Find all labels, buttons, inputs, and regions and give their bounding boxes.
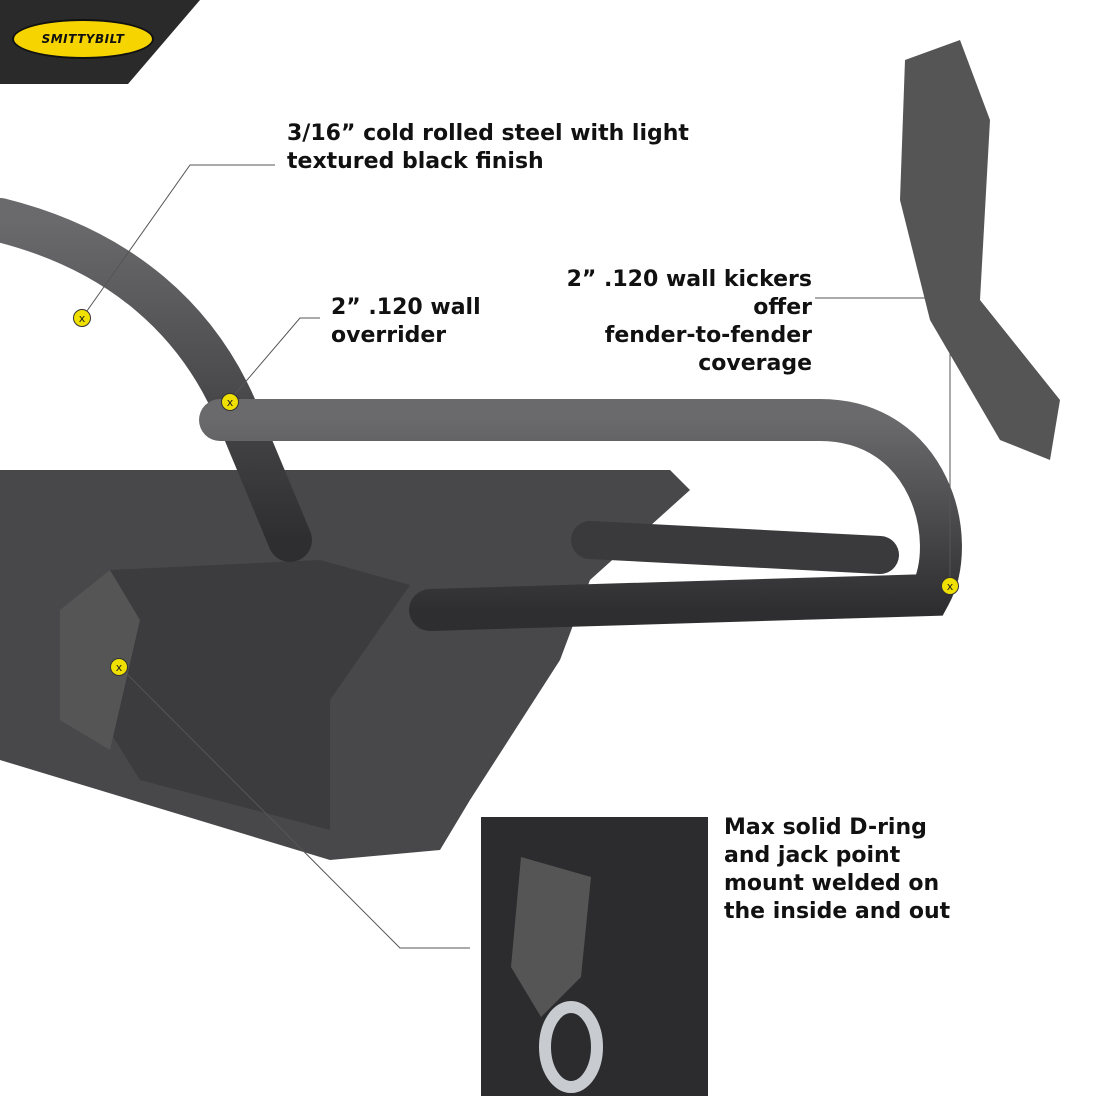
callout-marker-dring: x xyxy=(110,658,128,676)
callout-kickers: 2” .120 wall kickers offer fender-to-fen… xyxy=(512,266,812,378)
callout-overrider-line2: overrider xyxy=(331,323,447,348)
dring-shackle-image xyxy=(481,817,708,1096)
callout-overrider: 2” .120 wall overrider xyxy=(331,294,481,350)
callout-marker-overrider: x xyxy=(221,393,239,411)
callout-overrider-line1: 2” .120 wall xyxy=(331,295,481,320)
callout-steel: 3/16” cold rolled steel with light textu… xyxy=(287,120,689,176)
callout-dring-line3: mount welded on xyxy=(724,871,940,896)
callout-marker-steel: x xyxy=(73,309,91,327)
callout-dring-line2: and jack point xyxy=(724,843,901,868)
callout-dring-line4: the inside and out xyxy=(724,899,951,924)
callout-kickers-line1: 2” .120 wall kickers offer xyxy=(566,267,812,320)
callout-steel-line1: 3/16” cold rolled steel with light xyxy=(287,121,689,146)
dring-closeup-photo xyxy=(481,817,708,1096)
callout-marker-kickers: x xyxy=(941,577,959,595)
callout-dring-line1: Max solid D-ring xyxy=(724,815,927,840)
smittybilt-logo: SMITTYBILT xyxy=(12,19,154,59)
callout-dring: Max solid D-ring and jack point mount we… xyxy=(724,814,950,926)
callout-kickers-line2: fender-to-fender coverage xyxy=(604,323,812,376)
callout-steel-line2: textured black finish xyxy=(287,149,544,174)
